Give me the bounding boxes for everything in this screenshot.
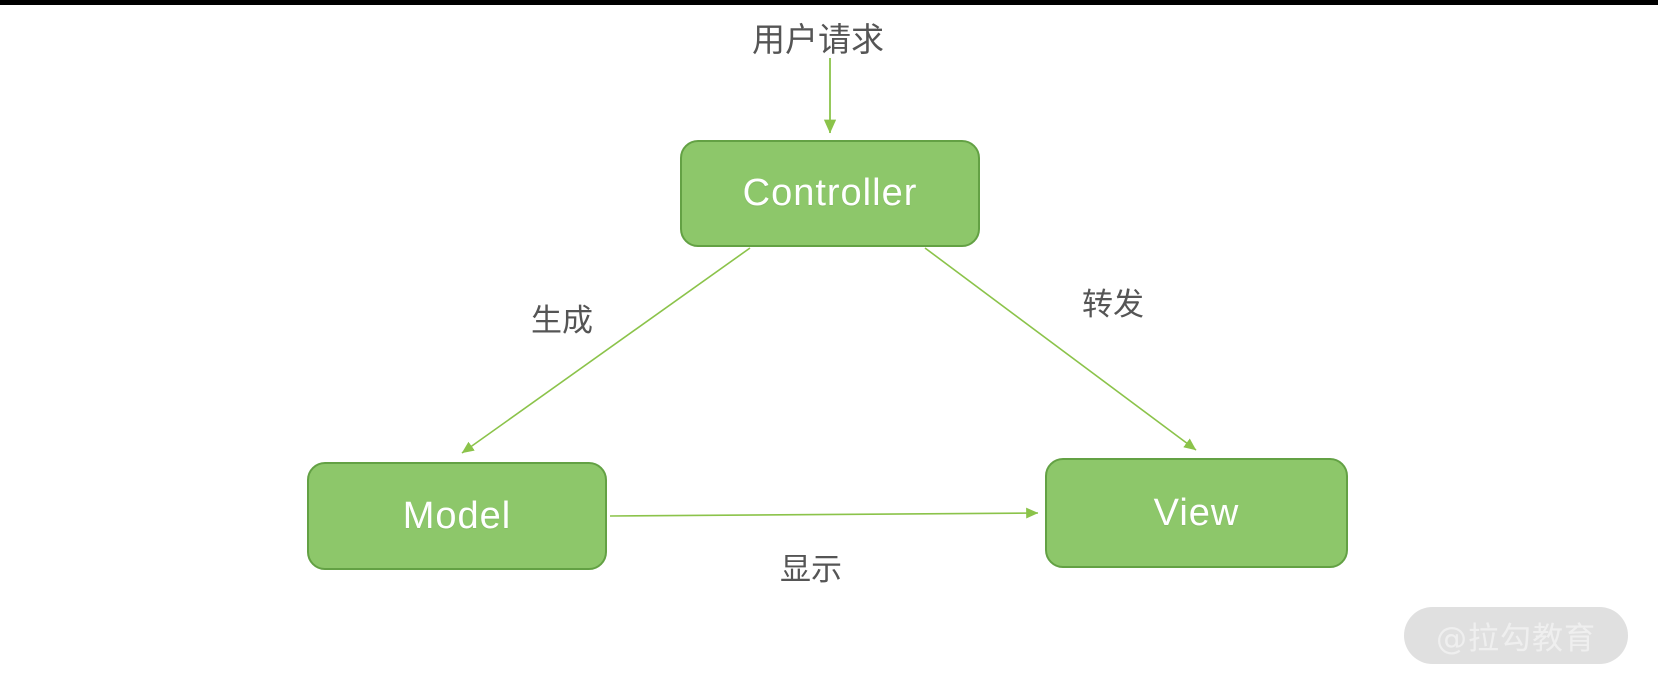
node-controller-label: Controller — [742, 172, 918, 214]
node-model-label: Model — [402, 494, 512, 537]
edge-controller-to-model — [461, 247, 751, 454]
watermark-badge: @拉勾教育 — [1404, 607, 1628, 664]
node-view-label: View — [1153, 491, 1240, 534]
node-view[interactable]: View — [1045, 458, 1348, 568]
edge-label-forward: 转发 — [1082, 287, 1144, 323]
watermark-text: @拉勾教育 — [1436, 621, 1596, 657]
edge-label-user-request: 用户请求 — [752, 20, 884, 59]
edge-label-generate: 生成 — [531, 303, 593, 339]
top-black-bar — [0, 0, 1658, 5]
edge-model-to-view — [609, 507, 1039, 519]
edge-controller-to-view — [924, 247, 1197, 451]
node-controller[interactable]: Controller — [680, 140, 980, 247]
node-model[interactable]: Model — [307, 462, 607, 570]
edge-label-display: 显示 — [780, 552, 842, 588]
